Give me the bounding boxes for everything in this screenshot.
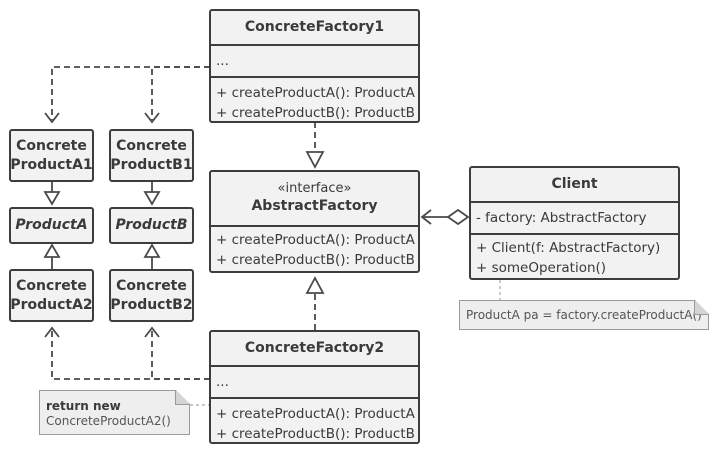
arrowhead-productA2 [44, 326, 60, 338]
class-name: Client [551, 176, 598, 192]
method: + Client(f: AbstractFactory) [476, 240, 661, 256]
dependency-cf2-to-productB2 [151, 330, 210, 380]
product-b-interface: ProductB [109, 207, 194, 244]
class-methods: + Client(f: AbstractFactory) + someOpera… [471, 233, 678, 278]
class-name: Concrete ProductB2 [111, 271, 192, 320]
aggregation-diamond [446, 208, 470, 226]
class-name-line: ProductB2 [110, 296, 193, 313]
class-name-line: ProductA1 [10, 156, 93, 173]
class-name-line: Concrete [16, 277, 87, 294]
class-attributes: ... [211, 365, 418, 397]
class-methods: + createProductA(): ProductA + createPro… [211, 76, 418, 121]
interface-methods: + createProductA(): ProductA + createPro… [211, 225, 418, 270]
class-name: ConcreteFactory2 [244, 340, 385, 356]
class-attributes: - factory: AbstractFactory [471, 201, 678, 233]
triangle-a2-inheritance [43, 243, 61, 258]
arrowhead-productA1 [44, 112, 60, 124]
concrete-product-a2-class: Concrete ProductA2 [9, 269, 94, 322]
factory2-code-note: return new ConcreteProductA2() [39, 390, 190, 435]
class-name: Concrete ProductA1 [11, 131, 92, 180]
dependency-cf2-to-productA2 [51, 330, 210, 380]
client-class: Client - factory: AbstractFactory + Clie… [469, 166, 680, 280]
client-code-note: ProductA pa = factory.createProductA() [459, 300, 709, 330]
arrowhead-productB2 [144, 326, 160, 338]
interface-name: ProductA [15, 217, 88, 233]
concrete-product-a1-class: Concrete ProductA1 [9, 129, 94, 182]
stereotype-label: «interface» [277, 181, 352, 196]
concrete-product-b2-class: Concrete ProductB2 [109, 269, 194, 322]
class-name-line: Concrete [116, 277, 187, 294]
class-name: Concrete ProductB1 [111, 131, 192, 180]
method: + createProductA(): ProductA [216, 406, 415, 422]
interface-name: AbstractFactory [251, 198, 378, 214]
dependency-cf1-to-productA1 [51, 66, 210, 120]
note-text: ConcreteProductA2() [46, 414, 171, 428]
concrete-factory-1-class: ConcreteFactory1 ... + createProductA():… [209, 9, 420, 123]
class-name: Concrete ProductA2 [11, 271, 92, 320]
concrete-product-b1-class: Concrete ProductB1 [109, 129, 194, 182]
method: + someOperation() [476, 260, 607, 276]
method: + createProductA(): ProductA [216, 232, 415, 248]
concrete-factory-2-class: ConcreteFactory2 ... + createProductA():… [209, 330, 420, 444]
class-attributes: ... [211, 44, 418, 76]
dependency-cf1-to-productB1 [151, 66, 210, 120]
interface-name: ProductB [115, 217, 188, 233]
triangle-b1-inheritance [143, 191, 161, 206]
class-name-line: Concrete [116, 137, 187, 154]
arrowhead-abstract-factory-aggregation [420, 209, 432, 225]
class-name-line: ProductA2 [10, 296, 93, 313]
triangle-cf2-realization [305, 276, 325, 294]
product-a-interface: ProductA [9, 207, 94, 244]
class-name: ConcreteFactory1 [244, 19, 385, 35]
class-methods: + createProductA(): ProductA + createPro… [211, 397, 418, 442]
method: + createProductB(): ProductB [216, 252, 415, 268]
abstract-factory-interface: «interface» AbstractFactory + createProd… [209, 170, 420, 273]
class-name-line: Concrete [16, 137, 87, 154]
arrowhead-productB1 [144, 112, 160, 124]
method: + createProductB(): ProductB [216, 426, 415, 442]
method: + createProductB(): ProductB [216, 105, 415, 121]
note-text: ProductA pa = factory.createProductA() [466, 308, 702, 322]
triangle-a1-inheritance [43, 191, 61, 206]
triangle-b2-inheritance [143, 243, 161, 258]
method: + createProductA(): ProductA [216, 85, 415, 101]
triangle-cf1-realization [305, 151, 325, 169]
class-name-line: ProductB1 [110, 156, 193, 173]
interface-header: «interface» AbstractFactory [211, 172, 418, 225]
note-keyword: return new [46, 399, 121, 413]
